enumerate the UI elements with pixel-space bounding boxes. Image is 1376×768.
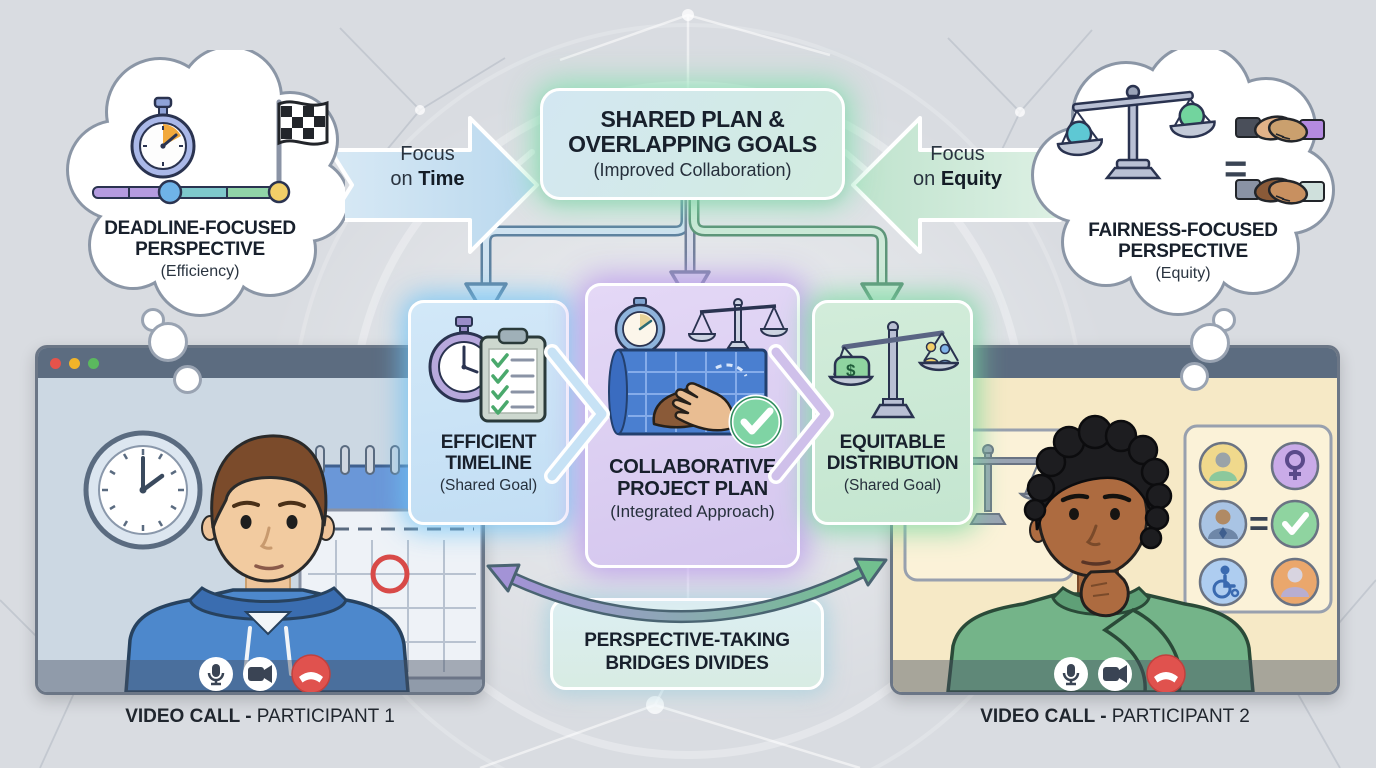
stopwatch-icon bbox=[130, 96, 196, 179]
right-cloud-subtitle: (Equity) bbox=[1155, 264, 1211, 282]
end-call-button[interactable] bbox=[291, 654, 331, 692]
cloud-shape: = bbox=[1031, 50, 1335, 316]
focus-word: Focus bbox=[930, 143, 985, 165]
shared-plan-title: SHARED PLAN & OVERLAPPING GOALS bbox=[568, 106, 817, 157]
video-call-label-bold: VIDEO CALL - bbox=[980, 706, 1107, 727]
stopwatch-icon bbox=[614, 297, 665, 355]
focus-word: Focus bbox=[400, 143, 455, 165]
participant-1-illustration bbox=[124, 434, 410, 692]
efficient-box-subtitle: (Shared Goal) bbox=[439, 476, 538, 494]
person-icon bbox=[1198, 441, 1248, 491]
dollar-glyph: $ bbox=[846, 361, 856, 380]
thought-bubble bbox=[1180, 362, 1209, 391]
balance-scale-icon bbox=[1056, 84, 1216, 180]
equitable-box-subtitle: (Shared Goal) bbox=[843, 476, 942, 494]
right-cloud-title: FAIRNESS-FOCUSED PERSPECTIVE bbox=[1088, 220, 1278, 263]
timeline-progress-icon bbox=[92, 179, 291, 205]
left-thought-cloud: DEADLINE-FOCUSED PERSPECTIVE (Efficiency… bbox=[55, 50, 345, 322]
light-hand bbox=[671, 382, 734, 432]
checkered-flag-icon bbox=[276, 99, 329, 185]
video-call-label-bold: VIDEO CALL - bbox=[125, 706, 252, 727]
check-circle-icon bbox=[728, 394, 783, 448]
mic-button[interactable] bbox=[199, 657, 233, 691]
focus-on-time-label: Focus on Time bbox=[365, 142, 490, 192]
minimize-window-icon[interactable] bbox=[69, 357, 80, 369]
person-icon bbox=[1270, 557, 1320, 607]
collaborative-project-plan-box: COLLABORATIVE PROJECT PLAN (Integrated A… bbox=[585, 283, 800, 568]
video-call-1-label: VIDEO CALL - PARTICIPANT 1 bbox=[35, 706, 485, 728]
equitable-distribution-box: $ EQUITABLE DISTRIBUTION (Shared Goal) bbox=[812, 300, 973, 525]
blueprint-hands-icon bbox=[607, 297, 788, 448]
collaborative-box-title: COLLABORATIVE PROJECT PLAN bbox=[609, 456, 776, 500]
mic-button[interactable] bbox=[1054, 657, 1088, 691]
left-cloud-title: DEADLINE-FOCUSED PERSPECTIVE bbox=[104, 218, 296, 261]
left-cloud-text: DEADLINE-FOCUSED PERSPECTIVE (Efficiency… bbox=[55, 218, 345, 280]
handshake-icon bbox=[1235, 115, 1325, 143]
thought-bubble bbox=[148, 322, 188, 362]
money-people-balance-icon: $ bbox=[827, 321, 959, 419]
time-word: Time bbox=[418, 168, 465, 190]
shared-plan-box: SHARED PLAN & OVERLAPPING GOALS (Improve… bbox=[540, 88, 845, 200]
camera-button[interactable] bbox=[243, 657, 277, 691]
maximize-window-icon[interactable] bbox=[88, 357, 99, 369]
equity-icons-panel: = bbox=[1183, 424, 1333, 614]
right-cloud-text: FAIRNESS-FOCUSED PERSPECTIVE (Equity) bbox=[1018, 220, 1348, 282]
participant-1-scene bbox=[38, 378, 482, 692]
stopwatch-checklist-icon bbox=[428, 316, 546, 423]
thought-bubble bbox=[173, 365, 202, 394]
video-window-participant-1 bbox=[35, 345, 485, 695]
camera-button[interactable] bbox=[1098, 657, 1132, 691]
focus-on-equity-label: Focus on Equity bbox=[895, 142, 1020, 192]
wheelchair-icon bbox=[1198, 557, 1248, 607]
balance-scale-icon bbox=[687, 298, 788, 349]
close-window-icon[interactable] bbox=[50, 357, 61, 369]
female-symbol-icon bbox=[1270, 441, 1320, 491]
on-word: on bbox=[913, 168, 941, 190]
video-call-label-rest: PARTICIPANT 2 bbox=[1106, 706, 1250, 727]
end-call-button[interactable] bbox=[1146, 654, 1186, 692]
thought-bubble bbox=[1190, 323, 1230, 363]
video-call-label-rest: PARTICIPANT 1 bbox=[251, 706, 395, 727]
collaborative-box-subtitle: (Integrated Approach) bbox=[610, 502, 775, 521]
cloud-shape bbox=[66, 50, 345, 317]
perspective-taking-banner: PERSPECTIVE-TAKING BRIDGES DIVIDES bbox=[550, 598, 824, 690]
on-word: on bbox=[390, 168, 419, 190]
shared-plan-subtitle: (Improved Collaboration) bbox=[593, 159, 792, 180]
banner-text: PERSPECTIVE-TAKING BRIDGES DIVIDES bbox=[584, 630, 790, 674]
check-icon bbox=[1270, 499, 1320, 549]
video-call-2-label: VIDEO CALL - PARTICIPANT 2 bbox=[890, 706, 1340, 728]
wall-clock-icon bbox=[83, 430, 203, 550]
person-suit-icon bbox=[1198, 499, 1248, 549]
efficient-box-title: EFFICIENT TIMELINE bbox=[440, 432, 537, 474]
equals-icon: = bbox=[1249, 505, 1269, 543]
hand-on-chin bbox=[1079, 569, 1130, 618]
left-cloud-subtitle: (Efficiency) bbox=[160, 262, 240, 280]
deadline-circle-mark bbox=[370, 554, 410, 594]
efficient-timeline-box: EFFICIENT TIMELINE (Shared Goal) bbox=[408, 300, 569, 525]
handshake-icon bbox=[1235, 177, 1325, 205]
equity-word: Equity bbox=[940, 168, 1002, 190]
right-thought-cloud: = FAIRNESS-FOCUSED PERSPECTIVE (Equity) bbox=[1018, 50, 1348, 322]
equitable-box-title: EQUITABLE DISTRIBUTION bbox=[826, 432, 959, 474]
